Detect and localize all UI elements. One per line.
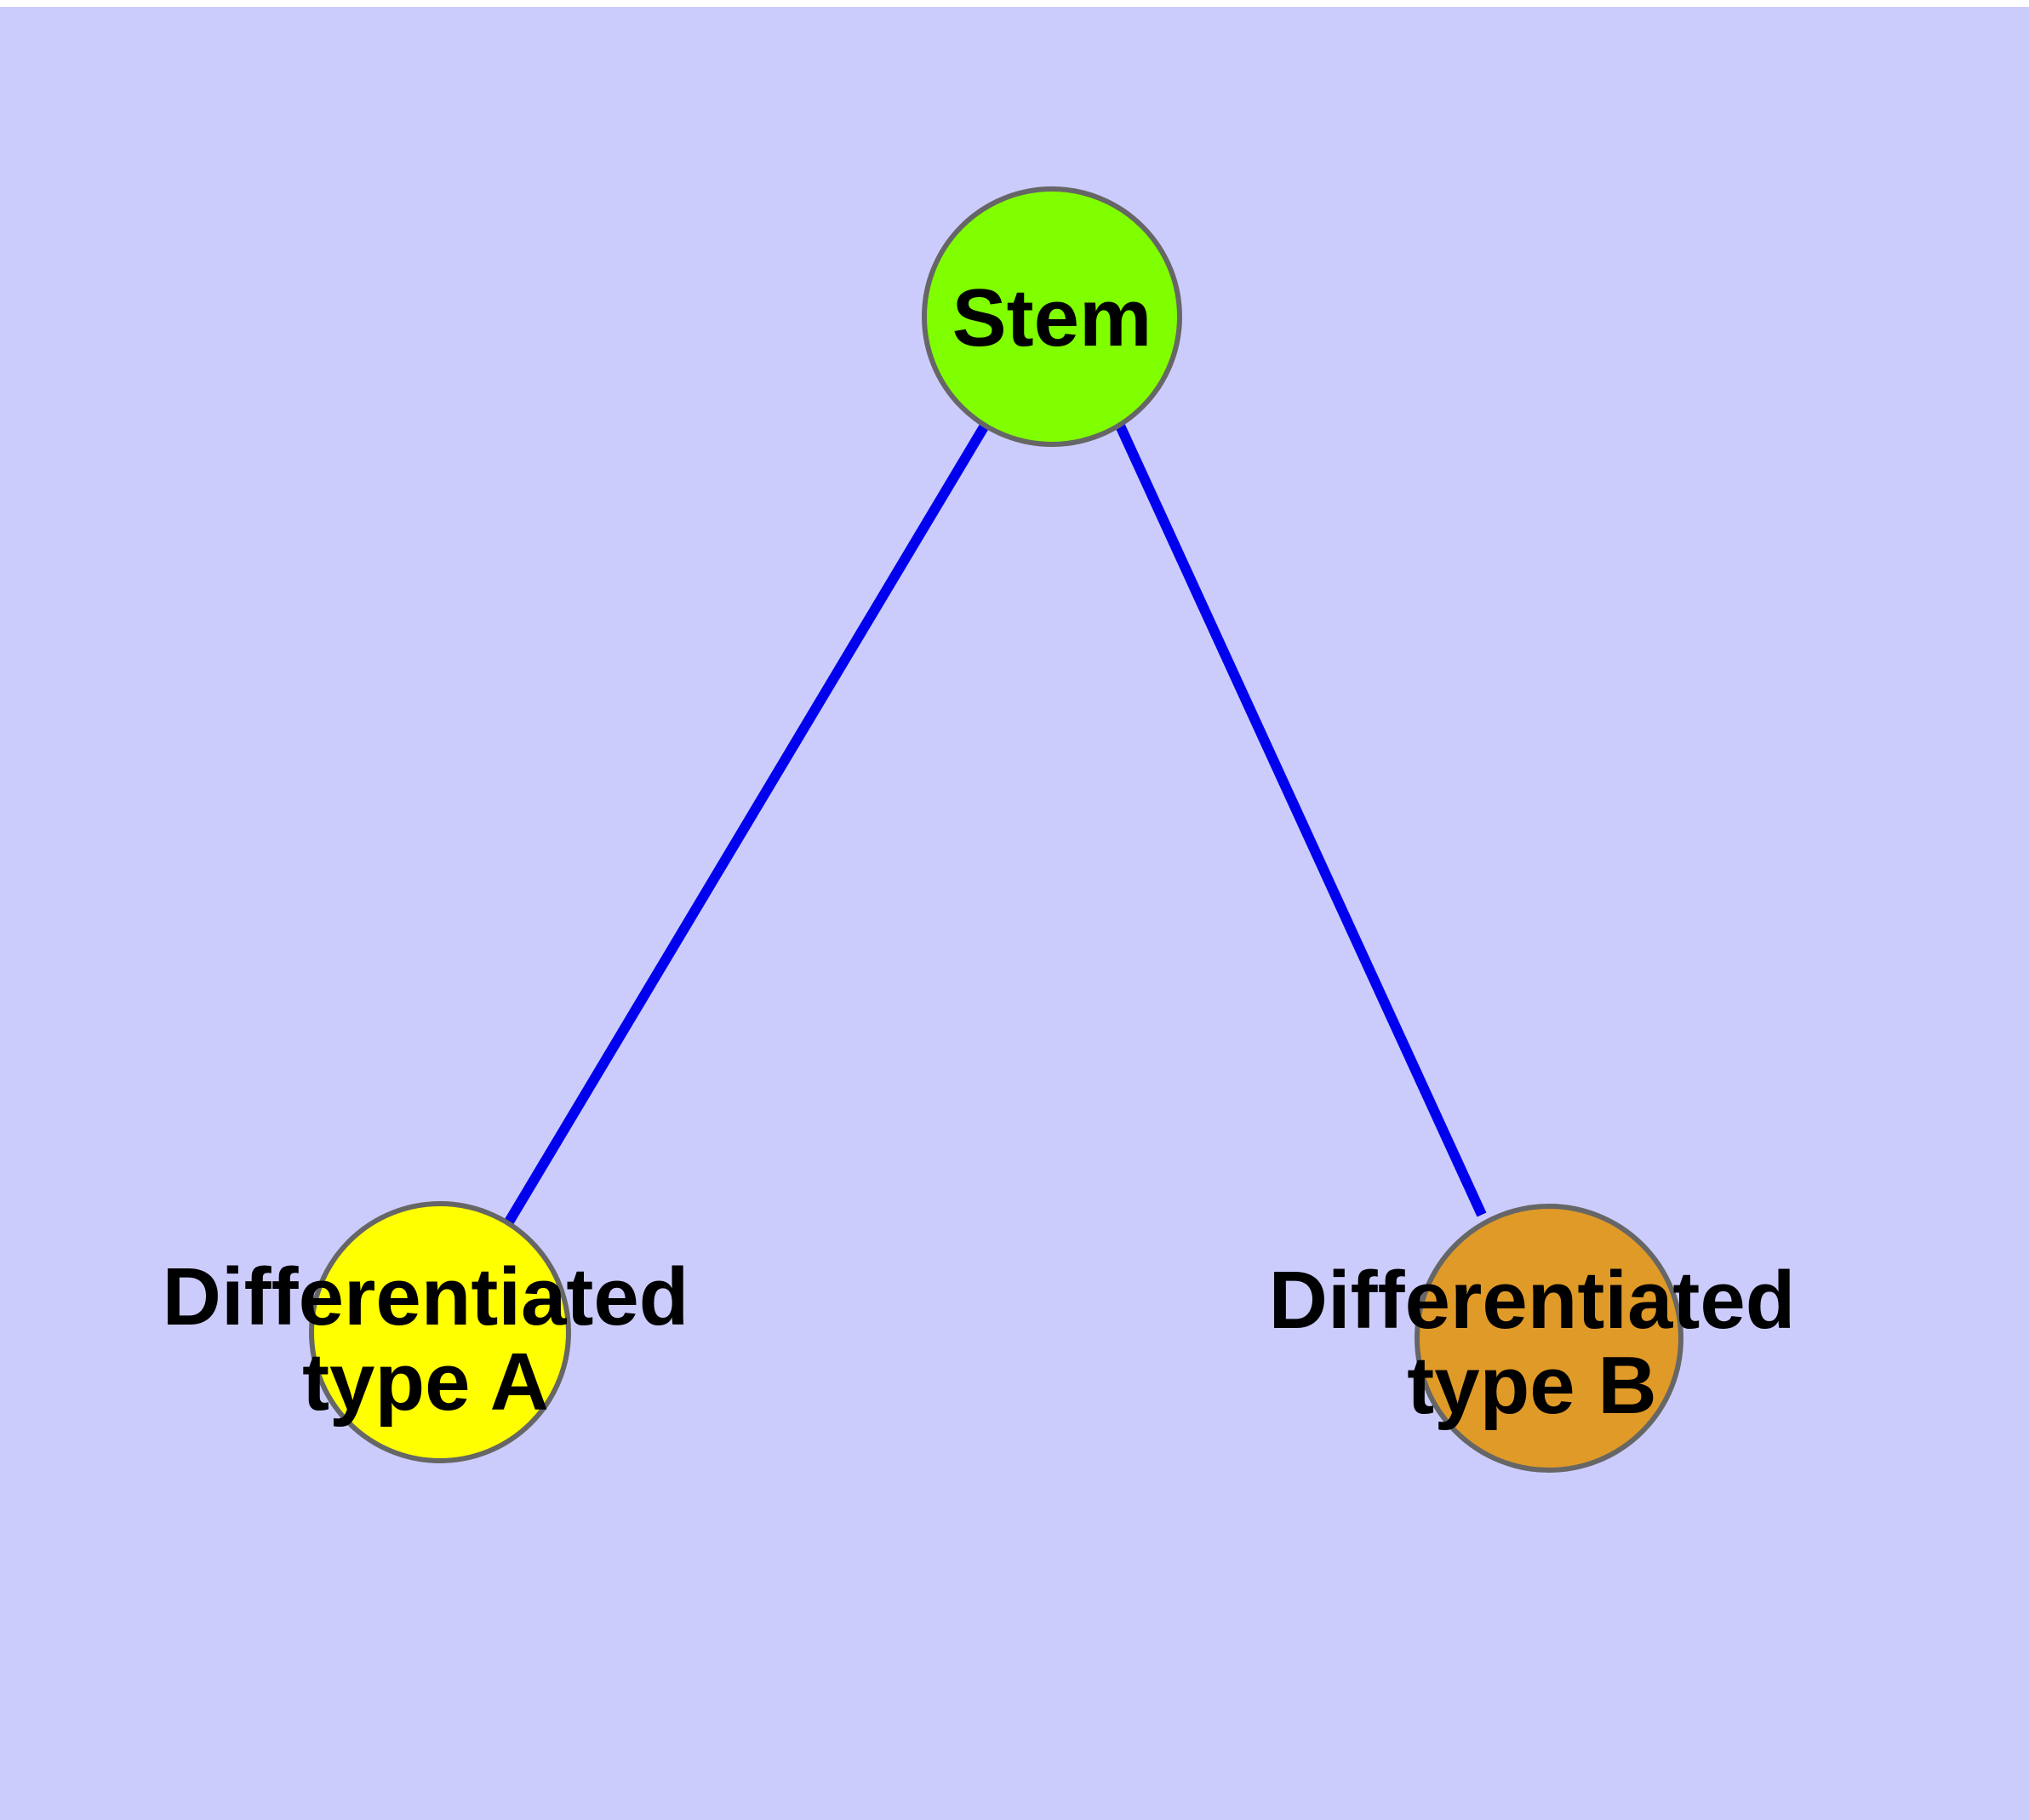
edges-layer <box>503 422 1487 1227</box>
edge-stem-to-b <box>1115 423 1487 1217</box>
node-label-stem: Stem <box>952 272 1152 363</box>
node-circle-diff_a[interactable] <box>309 1201 571 1463</box>
node-label-line: type A <box>302 1336 549 1428</box>
edge-stem-to-a <box>503 422 990 1227</box>
node-label-line: Stem <box>952 272 1152 363</box>
node-label-line: type B <box>1407 1340 1656 1431</box>
node-diff_a[interactable] <box>309 1201 571 1463</box>
node-label-line: Differentiated <box>1269 1255 1796 1346</box>
node-label-line: Differentiated <box>163 1251 689 1342</box>
node-circle-diff_b[interactable] <box>1415 1204 1683 1473</box>
node-circle-stem[interactable] <box>922 186 1182 447</box>
node-diff_b[interactable] <box>1415 1204 1683 1473</box>
node-stem[interactable] <box>922 186 1182 447</box>
